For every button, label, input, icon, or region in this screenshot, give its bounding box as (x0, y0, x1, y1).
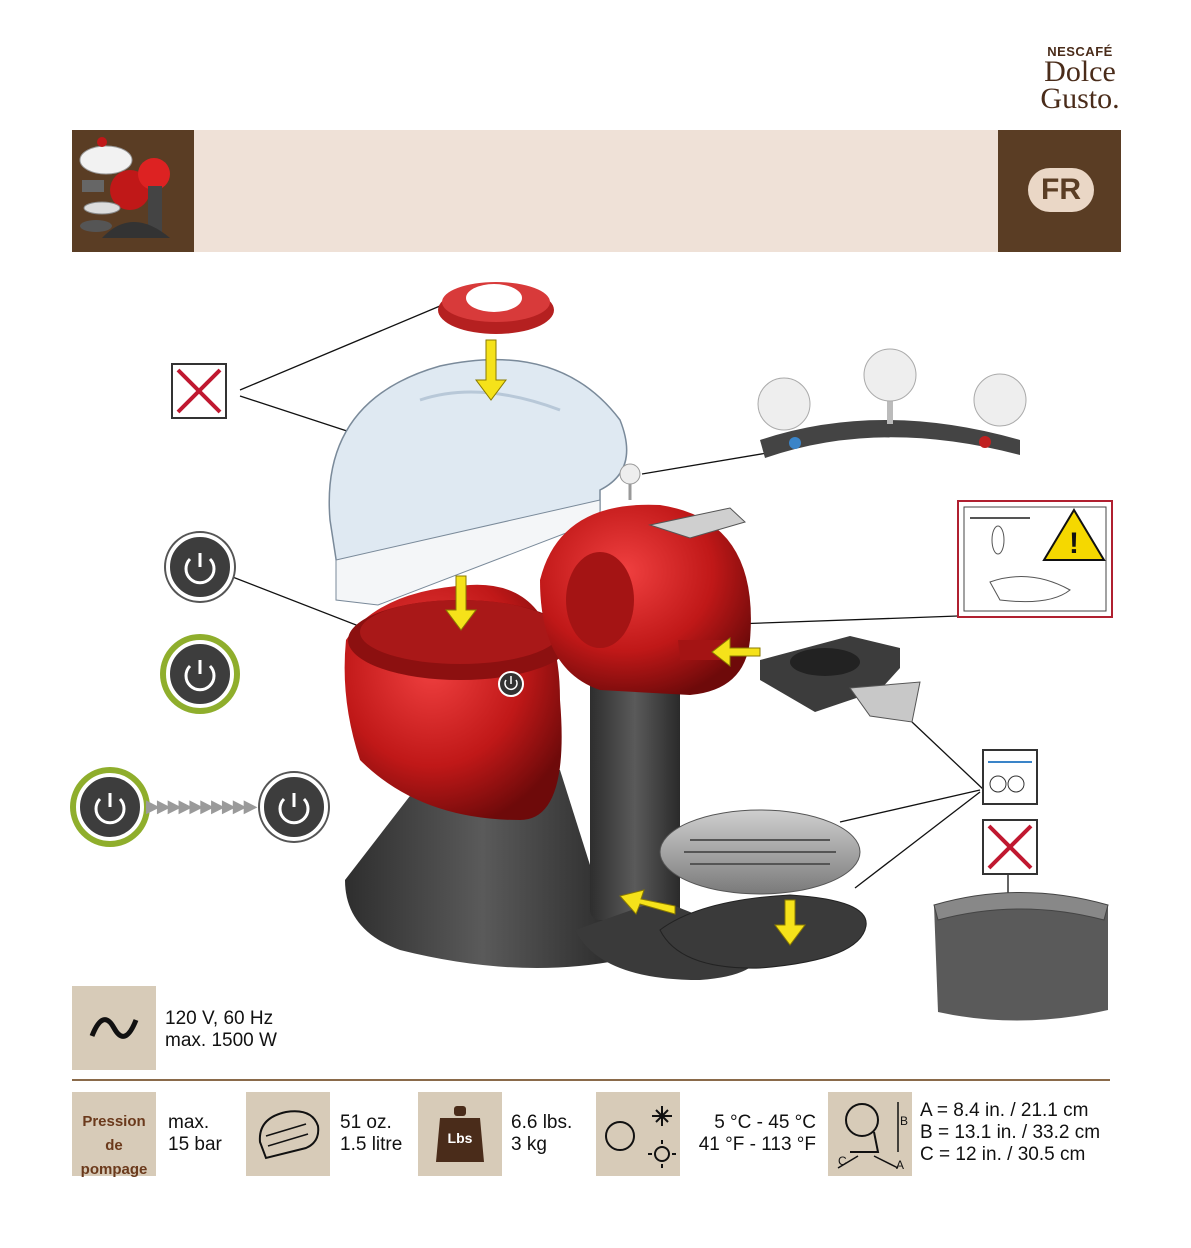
water-tank-icon (246, 1092, 330, 1176)
dim-label-b: B (900, 1114, 908, 1128)
capacity-box (246, 1092, 330, 1176)
dishwasher-ok-icon (983, 750, 1037, 804)
divider (72, 1079, 1110, 1081)
pressure-value-1: max. (168, 1112, 222, 1134)
capacity-value-2: 1.5 litre (340, 1134, 402, 1156)
pressure-spec: max. 15 bar (168, 1112, 222, 1156)
dimension-a: A = 8.4 in. / 21.1 cm (920, 1100, 1100, 1122)
pressure-box: Pression de pompage (72, 1092, 156, 1176)
capacity-value-1: 51 oz. (340, 1112, 402, 1134)
hot-liquid-warning: ! (958, 501, 1112, 617)
not-dishwasher-icon-2 (983, 820, 1037, 874)
capsule-container (934, 893, 1108, 1021)
dim-label-c: C (838, 1154, 847, 1168)
not-dishwasher-icon-1 (172, 364, 226, 418)
weight-box: Lbs (418, 1092, 502, 1176)
selector-lever (758, 349, 1026, 458)
weight-value-1: 6.6 lbs. (511, 1112, 572, 1134)
pressure-label-2: pompage (72, 1158, 156, 1182)
electrical-spec: 120 V, 60 Hz max. 1500 W (165, 1008, 277, 1052)
weight-spec: 6.6 lbs. 3 kg (511, 1112, 572, 1156)
power-on-icon (76, 773, 144, 841)
capsule-holder (760, 636, 920, 722)
dim-label-a: A (896, 1158, 904, 1172)
power-ready-icon (166, 640, 234, 708)
electrical-line-2: max. 1500 W (165, 1030, 277, 1052)
temperature-icon (596, 1092, 680, 1176)
dimension-c: C = 12 in. / 30.5 cm (920, 1144, 1100, 1166)
dimensions-spec: A = 8.4 in. / 21.1 cm B = 13.1 in. / 33.… (920, 1100, 1100, 1166)
power-off-icon (166, 533, 234, 601)
capacity-spec: 51 oz. 1.5 litre (340, 1112, 402, 1156)
electrical-line-1: 120 V, 60 Hz (165, 1008, 277, 1030)
dimension-b: B = 13.1 in. / 33.2 cm (920, 1122, 1100, 1144)
sine-wave-icon (72, 986, 156, 1070)
pressure-value-2: 15 bar (168, 1134, 222, 1156)
temperature-fahrenheit: 41 °F - 113 °F (688, 1134, 816, 1156)
svg-text:!: ! (1069, 527, 1079, 560)
capsule (438, 282, 554, 334)
weight-value-2: 3 kg (511, 1134, 572, 1156)
temperature-celsius: 5 °C - 45 °C (688, 1112, 816, 1134)
drip-tray (660, 810, 866, 968)
temperature-spec: 5 °C - 45 °C 41 °F - 113 °F (688, 1112, 816, 1156)
ac-current-box (72, 986, 156, 1070)
dimensions-box: B C A (828, 1092, 912, 1176)
power-auto-off-icon (260, 773, 328, 841)
pressure-label-1: Pression de (72, 1110, 156, 1158)
temperature-box (596, 1092, 680, 1176)
weight-badge-label: Lbs (436, 1130, 484, 1146)
progress-arrows-icon: ▶▶▶▶▶▶▶▶▶▶ (146, 796, 254, 817)
